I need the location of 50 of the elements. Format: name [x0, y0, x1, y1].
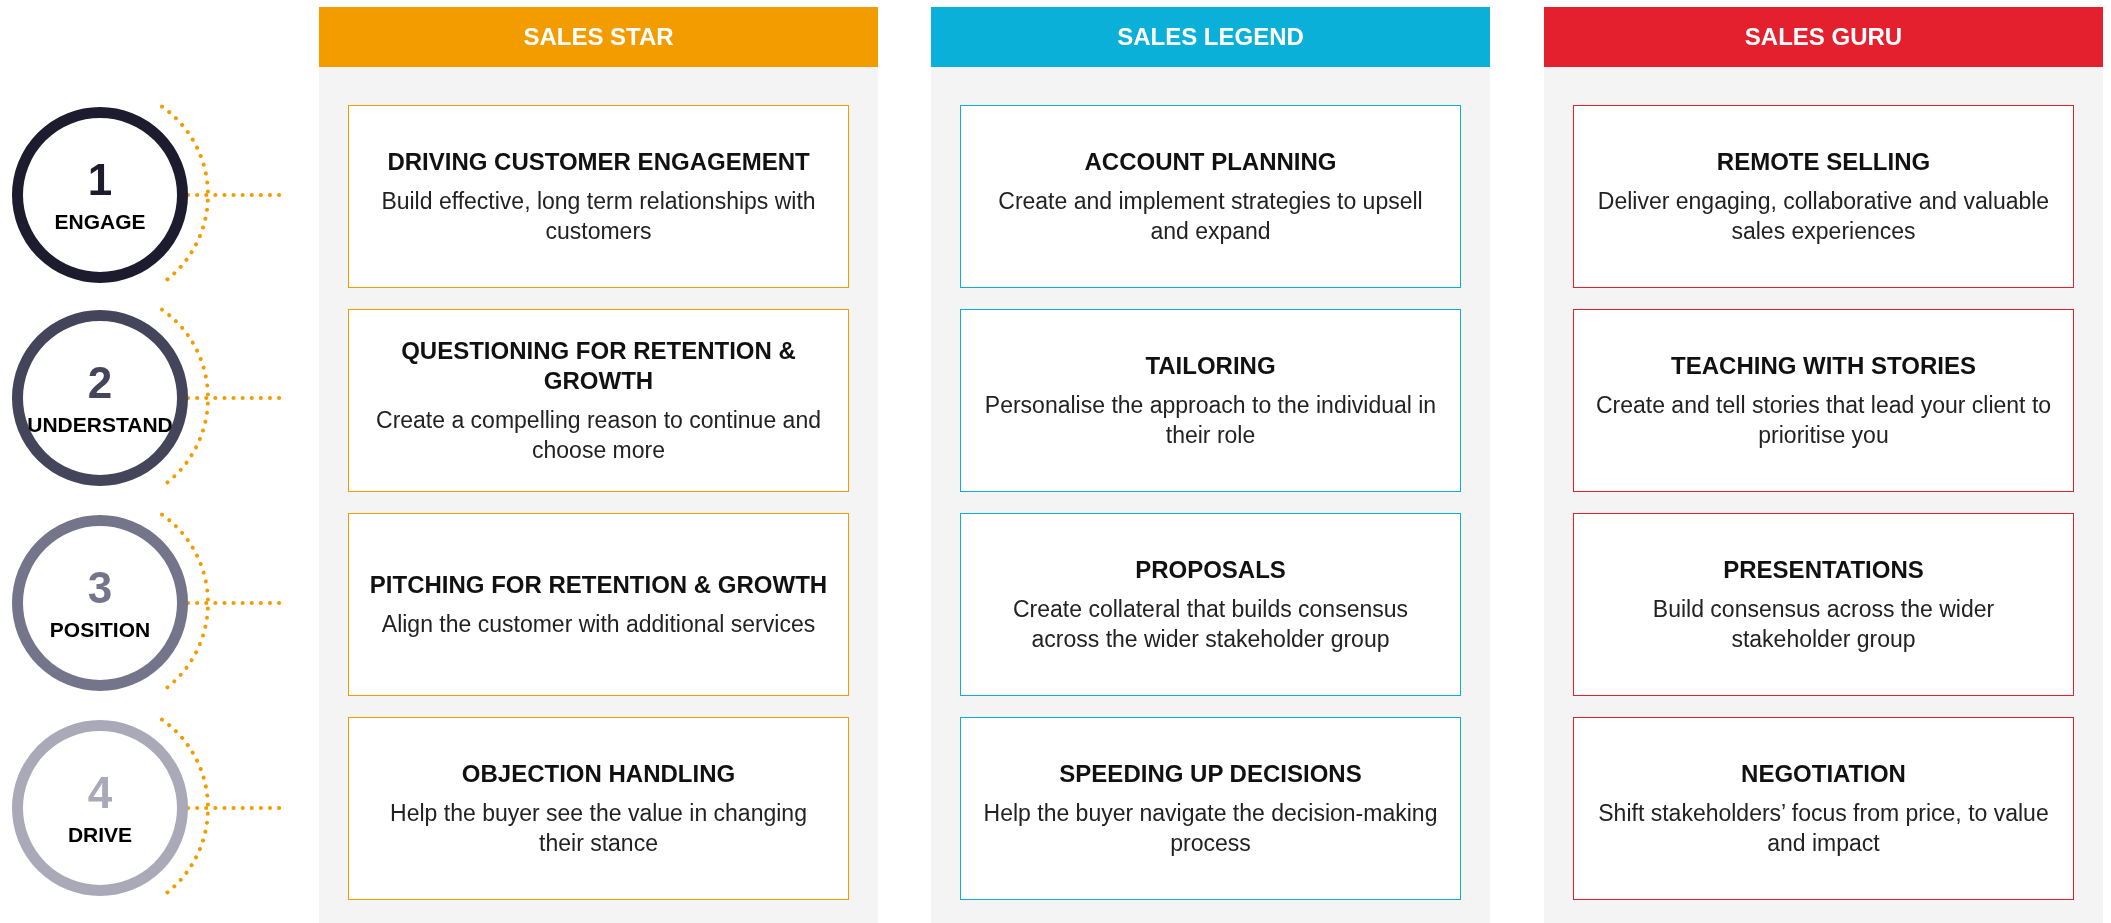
- card-description: Create collateral that builds consensus across the wider stakeholder group: [1011, 594, 1410, 654]
- skill-card: [348, 717, 849, 900]
- card-description: Build consensus across the wider stakeholder group: [1651, 594, 1996, 654]
- card-title: DRIVING CUSTOMER ENGAGEMENT: [387, 146, 810, 177]
- card-description: Help the buyer see the value in changing their stance: [389, 798, 808, 858]
- card-description: Deliver engaging, collaborative and valuable sales experiences: [1596, 186, 2051, 246]
- skill-card: [960, 513, 1461, 696]
- card-description: Align the customer with additional services: [381, 609, 816, 639]
- column-panel: [931, 7, 1490, 923]
- card-title: TAILORING: [1145, 350, 1276, 381]
- card-title: ACCOUNT PLANNING: [1084, 146, 1337, 177]
- skill-card: [348, 309, 849, 492]
- column-header: SALES GURU: [1544, 7, 2103, 67]
- skill-card: [960, 717, 1461, 900]
- card-title: PITCHING FOR RETENTION & GROWTH: [369, 569, 828, 600]
- card-title: TEACHING WITH STORIES: [1671, 350, 1976, 381]
- step-number: 4: [87, 768, 113, 818]
- column-header: SALES LEGEND: [931, 7, 1490, 67]
- card-title: PRESENTATIONS: [1723, 554, 1924, 585]
- step-number: 2: [87, 358, 113, 408]
- card-title: PROPOSALS: [1135, 554, 1286, 585]
- step-number: 3: [87, 563, 113, 613]
- card-title: SPEEDING UP DECISIONS: [1059, 758, 1362, 789]
- column-panel: [1544, 7, 2103, 923]
- card-description: Shift stakeholders’ focus from price, to value and impact: [1597, 798, 2050, 858]
- skill-card: [1573, 513, 2074, 696]
- step-label: UNDERSTAND: [27, 413, 173, 438]
- card-title: QUESTIONING FOR RETENTION & GROWTH: [400, 335, 797, 396]
- card-description: Create and implement strategies to upsell and expand: [997, 186, 1424, 246]
- column-header: SALES STAR: [319, 7, 878, 67]
- skill-card: [1573, 717, 2074, 900]
- step-label: DRIVE: [67, 823, 133, 848]
- card-title: REMOTE SELLING: [1716, 146, 1931, 177]
- skill-card: [1573, 105, 2074, 288]
- step-label: POSITION: [49, 618, 151, 643]
- skill-card: [960, 309, 1461, 492]
- skill-card: [348, 513, 849, 696]
- card-description: Create and tell stories that lead your client to prioritise you: [1594, 390, 2053, 450]
- step-label: ENGAGE: [54, 210, 146, 235]
- card-title: NEGOTIATION: [1741, 758, 1906, 789]
- step-number: 1: [87, 155, 113, 205]
- card-description: Build effective, long term relationships with customers: [380, 186, 817, 246]
- skill-card: [960, 105, 1461, 288]
- skill-card: [1573, 309, 2074, 492]
- skill-card: [348, 105, 849, 288]
- card-description: Help the buyer navigate the decision-making process: [982, 798, 1439, 858]
- column-panel: [319, 7, 878, 923]
- card-title: OBJECTION HANDLING: [461, 758, 736, 789]
- card-description: Personalise the approach to the individual in their role: [983, 390, 1438, 450]
- card-description: Create a compelling reason to continue and choose more: [375, 405, 822, 465]
